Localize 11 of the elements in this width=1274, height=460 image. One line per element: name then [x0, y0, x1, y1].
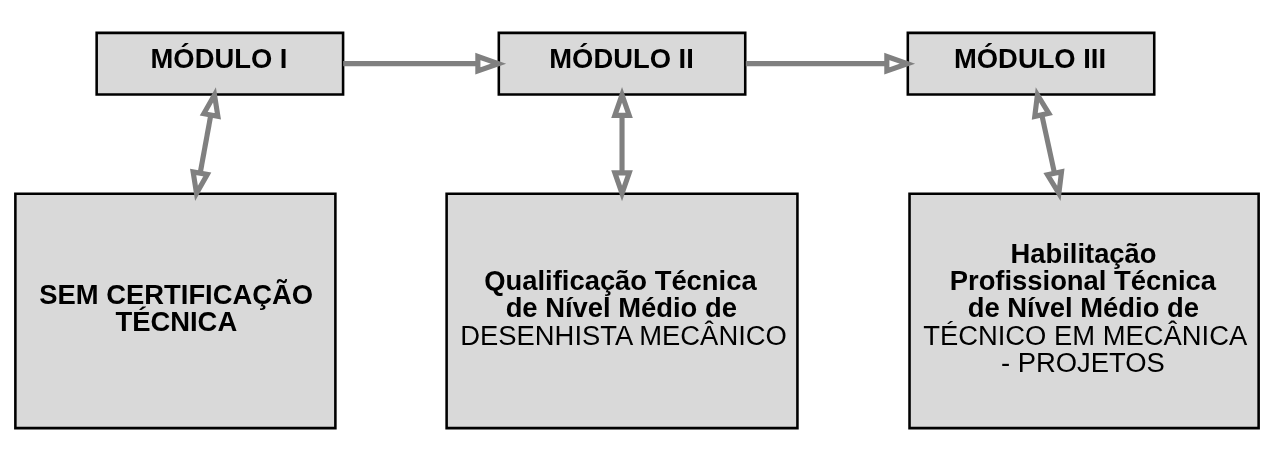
node-box: Qualificação Técnica de Nível Médio de DESENHISTA MECÂNICO	[445, 191, 799, 429]
node-box: MÓDULO I	[95, 31, 345, 96]
arrow	[1031, 86, 1065, 201]
node-box: MÓDULO II	[497, 31, 747, 96]
arrow	[343, 52, 507, 74]
node-box: MÓDULO III	[906, 31, 1156, 96]
arrow	[190, 86, 221, 201]
arrow	[745, 52, 916, 74]
node-box: SEM CERTIFICAÇÃO TÉCNICA	[14, 191, 337, 429]
arrow	[611, 86, 633, 201]
node-box: Habilitação Profissional Técnica de Nível Médio de TÉCNICO EM MECÂNICA - PROJETOS	[908, 191, 1260, 429]
